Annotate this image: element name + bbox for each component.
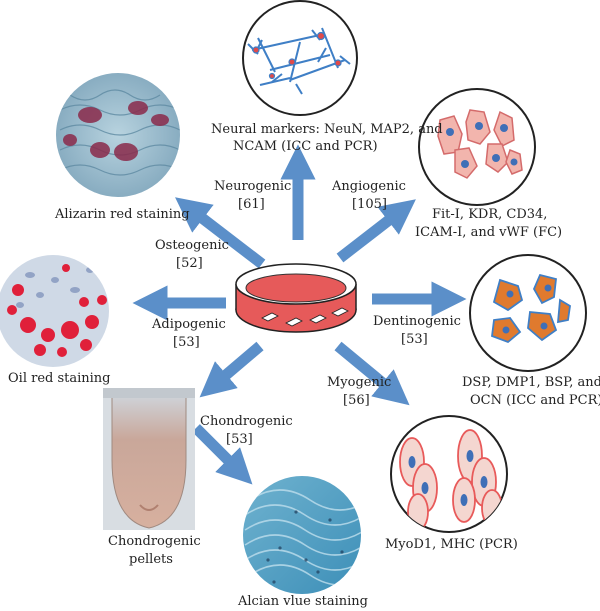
label-chondrogenic: Chondrogenic [200,414,293,429]
endothelial-cells-circle [419,89,535,205]
caption-pellet-line2: pellets [129,552,173,567]
caption-neural-line1: Neural markers: NeuN, MAP2, and [211,122,443,137]
caption-myo: MyoD1, MHC (PCR) [385,537,518,552]
caption-dsp-line2: OCN (ICC and PCR) [470,393,600,408]
caption-dsp-line1: DSP, DMP1, BSP, and [462,375,600,390]
petri-dish [236,264,356,332]
myotube-cells-circle [391,416,507,532]
ref-adipogenic: [53] [173,335,200,350]
alizarin-red-image [56,73,180,197]
ref-angiogenic: [105] [352,197,387,212]
label-osteogenic: Osteogenic [155,238,229,253]
chondrogenic-pellet-tube-image [103,388,195,530]
ref-osteogenic: [52] [176,256,203,271]
ref-dentinogenic: [53] [401,332,428,347]
label-adipogenic: Adipogenic [151,317,226,332]
caption-angio-line1: Fit-I, KDR, CD34, [432,207,547,222]
oil-red-image [0,255,109,367]
ref-neurogenic: [61] [238,197,265,212]
caption-alizarin: Alizarin red staining [54,207,190,222]
label-neurogenic: Neurogenic [214,179,291,194]
arrow-angiogenic [340,210,402,258]
ref-myogenic: [56] [343,393,370,408]
arrow-chondrogenic [213,346,260,386]
caption-angio-line2: ICAM-I, and vWF (FC) [415,225,562,240]
caption-oilred: Oil red staining [8,371,111,386]
caption-pellet-line1: Chondrogenic [108,534,201,549]
caption-alcian: Alcian vlue staining [237,594,368,609]
neural-cells-circle [243,1,357,115]
odontoblast-cells-circle [470,255,586,371]
label-dentinogenic: Dentinogenic [373,314,461,329]
label-myogenic: Myogenic [327,375,391,390]
ref-chondrogenic: [53] [226,432,253,447]
label-angiogenic: Angiogenic [331,179,406,194]
caption-neural-line2: NCAM (ICC and PCR) [233,139,378,154]
alcian-blue-image [243,476,370,594]
